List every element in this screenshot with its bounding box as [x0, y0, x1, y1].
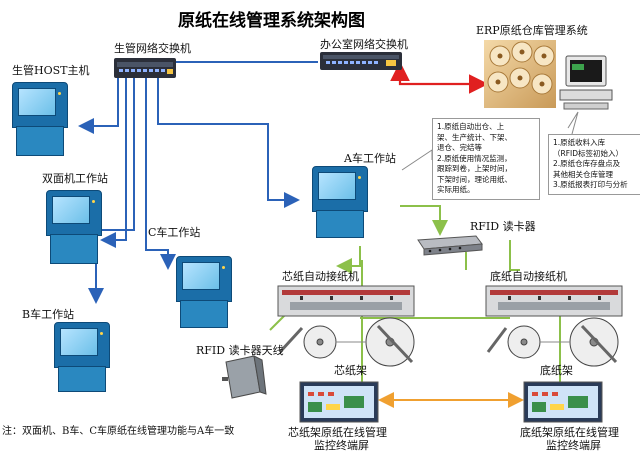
core-rack-rolls	[278, 317, 415, 367]
blue-links	[78, 61, 318, 304]
office-switch-label: 办公室网络交换机	[320, 38, 408, 51]
a-station-note: 1.原纸自动出仓、上 架、生产统计、下架、 退仓、完结等 2.原纸使用情况监测，…	[432, 118, 540, 200]
prod-switch-label: 生管网络交换机	[114, 42, 191, 55]
footnote: 注：双面机、B车、C车原纸在线管理功能与A车一致	[2, 426, 235, 437]
erp-computer-icon	[559, 55, 613, 110]
callout-erp-pointer	[567, 111, 579, 135]
bottom-monitor-label-1: 底纸架原纸在线管理	[520, 426, 619, 439]
erp-label: ERP原纸仓库管理系统	[476, 24, 588, 37]
prod-switch-icon	[114, 58, 176, 78]
rfid-antenna-label: RFID 读卡器天线	[196, 344, 284, 357]
erp-note-line: 3.原纸报表打印与分析	[553, 180, 628, 189]
bottom-rack-rolls	[486, 317, 619, 367]
core-rack-label: 芯纸架	[334, 364, 367, 377]
link-office-erp	[398, 72, 489, 94]
paper-rolls-image	[484, 40, 556, 108]
a-note-line: 架、生产统计、下架、	[437, 132, 512, 142]
a-note-line: 实际用纸。	[437, 185, 475, 194]
link-station-reader	[400, 205, 448, 236]
a-note-line: 跟踪到卷，上架时间，	[437, 164, 512, 173]
rfid-antenna-icon	[222, 355, 267, 399]
core-monitor-label-2: 监控终端屏	[314, 439, 369, 452]
core-splicer-machine	[277, 285, 415, 317]
b-station-label: B车工作站	[22, 308, 75, 321]
double-station-label: 双面机工作站	[42, 172, 108, 185]
core-monitor-label-1: 芯纸架原纸在线管理	[288, 426, 387, 439]
erp-note: 1.原纸收料入库 （RFID标签初始入） 2.原纸仓库存盘点及 其他相关仓库管理…	[548, 134, 640, 195]
bottom-splicer-label: 底纸自动接纸机	[490, 270, 567, 283]
link-switch-double	[100, 78, 127, 248]
callout-a-pointer	[401, 149, 433, 171]
bottom-rack-label: 底纸架	[540, 364, 573, 377]
erp-note-line: 1.原纸收料入库	[553, 138, 606, 147]
page-title: 原纸在线管理系统架构图	[178, 11, 365, 31]
core-monitor-screen	[299, 381, 379, 423]
a-note-line: 退仓、完结等	[437, 143, 482, 152]
host-label: 生管HOST主机	[12, 64, 90, 77]
link-switch-c	[145, 78, 176, 270]
link-reader-station	[402, 205, 441, 232]
erp-note-line: 其他相关仓库管理	[553, 169, 613, 179]
core-splicer-label: 芯纸自动接纸机	[282, 270, 359, 283]
a-note-line: 2.原纸使用情况监测，	[437, 153, 512, 163]
c-station-label: C车工作站	[148, 226, 201, 239]
erp-note-line: 2.原纸仓库存盘点及	[553, 159, 621, 168]
bottom-monitor-screen	[523, 381, 603, 423]
a-note-line: 下架时间，理论用纸、	[437, 174, 512, 184]
link-switch-host	[78, 78, 119, 134]
link-switch-a	[157, 78, 300, 208]
a-note-line: 1.原纸自动出仓、上	[437, 122, 505, 131]
link-switch-b	[88, 78, 135, 304]
a-station-label: A车工作站	[344, 152, 396, 165]
erp-note-line: （RFID标签初始入）	[553, 148, 624, 158]
office-switch-icon	[320, 52, 402, 70]
link-bottom-rack	[509, 240, 520, 271]
rfid-reader-label: RFID 读卡器	[470, 220, 536, 233]
bottom-splicer-machine	[485, 285, 623, 317]
link-a-core	[336, 246, 361, 274]
bottom-monitor-label-2: 监控终端屏	[546, 439, 601, 452]
rfid-reader-icon	[417, 235, 483, 256]
